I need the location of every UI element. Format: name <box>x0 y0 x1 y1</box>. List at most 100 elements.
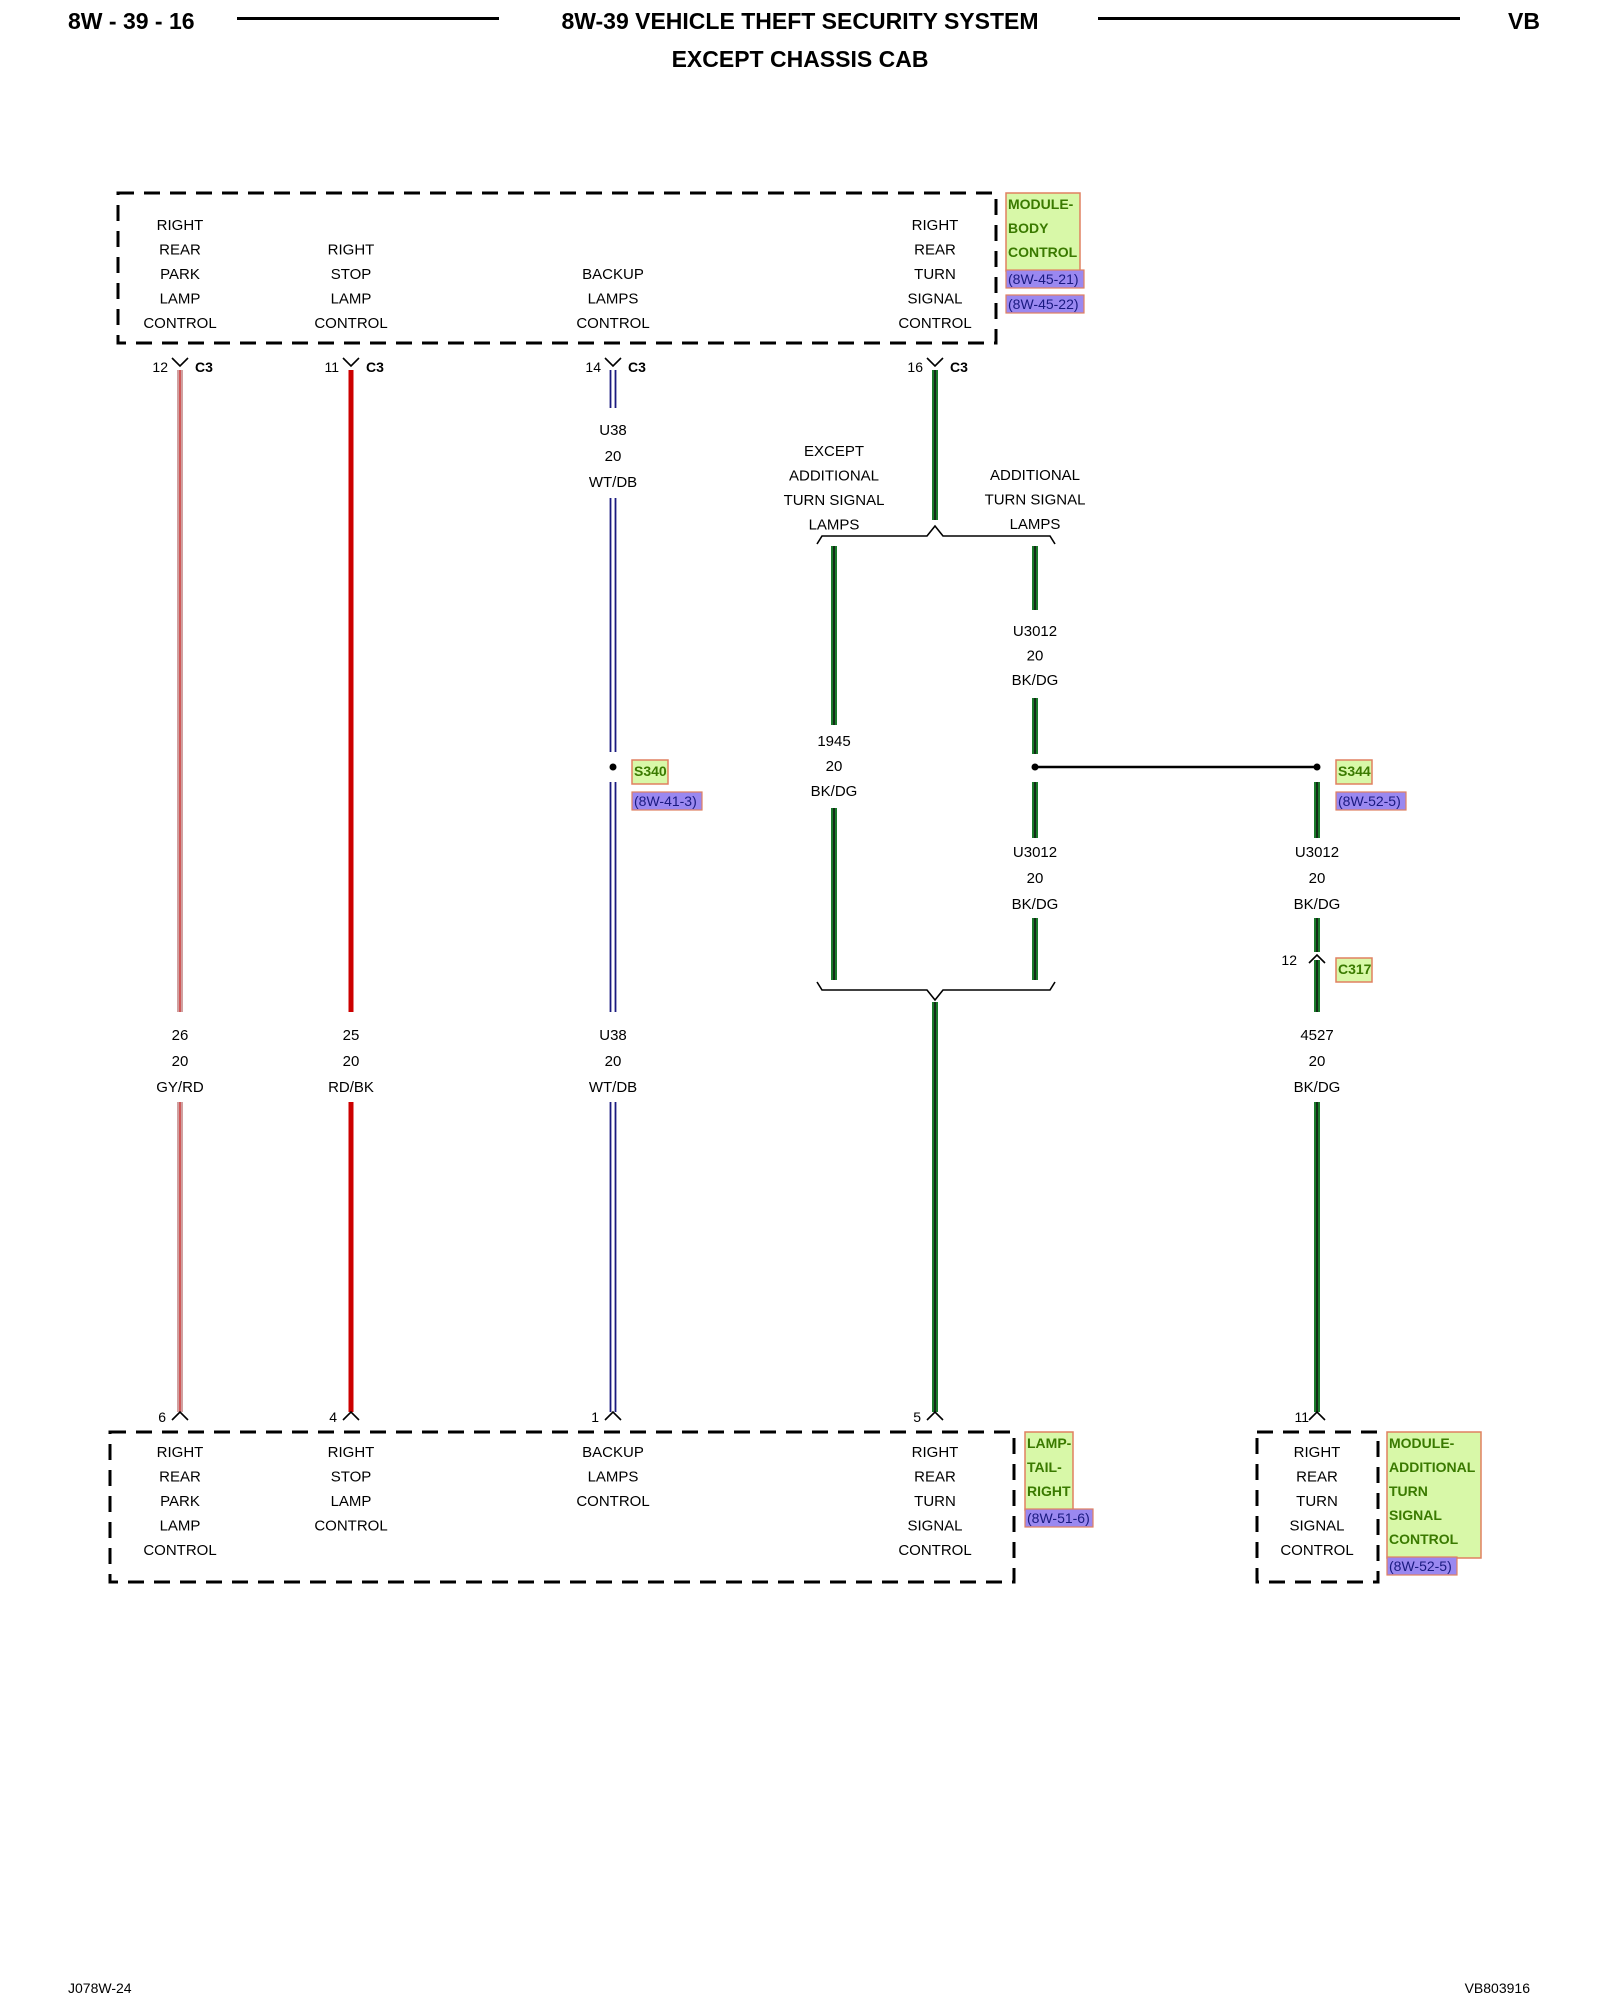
lamp-tail-name-tag: LAMP- <box>1027 1435 1072 1451</box>
connector-c317-tag-bg <box>1335 957 1373 983</box>
branch-label-additional: TURN SIGNAL <box>985 492 1086 509</box>
body-control-ref-2: (8W-45-22) <box>1008 296 1079 312</box>
turn-module-pin-label: SIGNAL <box>1289 1518 1344 1535</box>
wire-25-label: RD/BK <box>328 1079 374 1096</box>
body-control-pin-14 <box>604 357 622 368</box>
lamp-tail-name-tag: RIGHT <box>1027 1483 1071 1499</box>
lamp-tail-pin-label: CONTROL <box>143 1542 216 1559</box>
splice-s340-ref: (8W-41-3) <box>634 793 697 809</box>
page-number: 8W - 39 - 16 <box>68 8 195 34</box>
body-control-pin-label: SIGNAL <box>907 291 962 308</box>
turn-module-ref: (8W-52-5) <box>1389 1558 1452 1574</box>
branch-label-except: ADDITIONAL <box>789 468 879 485</box>
connector-c317-tag: C317 <box>1338 961 1372 977</box>
header-rule-right <box>1098 17 1460 20</box>
turn-module-name-tag-bg <box>1386 1431 1482 1559</box>
body-control-connector-c3: C3 <box>366 359 384 375</box>
wire-1945-label: 20 <box>826 758 843 775</box>
header-rule-left <box>237 17 499 20</box>
wire-u3012-s344-label: BK/DG <box>1294 896 1341 913</box>
body-control-pin-label: CONTROL <box>576 315 649 332</box>
lamp-tail-pin-4 <box>342 1410 360 1421</box>
lamp-tail-pin-label: PARK <box>160 1493 200 1510</box>
turn-module-pin-11 <box>1308 1410 1326 1421</box>
lamp-tail-module-box <box>108 1430 1016 1584</box>
wire-u3012-label-upper: U3012 <box>1013 623 1057 640</box>
body-control-connector-c3: C3 <box>950 359 968 375</box>
wire-u38-label-upper: U38 <box>599 422 627 439</box>
body-control-pin-number: 16 <box>907 359 923 375</box>
body-control-pin-label: CONTROL <box>143 315 216 332</box>
body-control-pin-label: RIGHT <box>157 217 204 234</box>
wire-25-label: 25 <box>343 1027 360 1044</box>
lamp-tail-pin-label: REAR <box>914 1469 956 1486</box>
body-control-name-tag: BODY <box>1008 220 1049 236</box>
wire-4527-label: 4527 <box>1300 1027 1333 1044</box>
body-control-pin-number: 14 <box>585 359 601 375</box>
body-control-pin-12 <box>171 357 189 368</box>
lamp-tail-pin-number: 5 <box>913 1409 921 1425</box>
lamp-tail-pin-1 <box>604 1410 622 1421</box>
body-control-pin-label: REAR <box>914 242 956 259</box>
splice-s344-tag-bg <box>1335 759 1373 785</box>
body-control-pin-label: LAMP <box>160 291 201 308</box>
lamp-tail-pin-label: RIGHT <box>328 1444 375 1461</box>
wire-4527-label: 20 <box>1309 1053 1326 1070</box>
splice-s344-ref: (8W-52-5) <box>1338 793 1401 809</box>
splice-s340-tag-bg <box>631 759 669 785</box>
turn-module-pin-number: 11 <box>1294 1409 1309 1425</box>
splice-s340-ref-bg <box>631 791 703 811</box>
turn-module-box <box>1255 1430 1380 1584</box>
wire-u3012-label-upper: 20 <box>1027 648 1044 665</box>
lamp-tail-ref-bg <box>1024 1508 1094 1528</box>
splice-s340-tag: S340 <box>634 763 667 779</box>
turn-module-ref-bg <box>1386 1556 1458 1576</box>
splice-s344-ref-bg <box>1335 791 1407 811</box>
lamp-tail-pin-label: LAMP <box>331 1493 372 1510</box>
turn-module-name-tag: MODULE- <box>1389 1435 1455 1451</box>
wire-4527-label: BK/DG <box>1294 1079 1341 1096</box>
wire-u3012-label-lower: BK/DG <box>1012 896 1059 913</box>
body-control-module-box <box>116 191 998 345</box>
branch-label-except: TURN SIGNAL <box>784 492 885 509</box>
turn-module-name-tag: ADDITIONAL <box>1389 1459 1476 1475</box>
body-control-name-tag: CONTROL <box>1008 244 1078 260</box>
body-control-pin-label: REAR <box>159 242 201 259</box>
wire-u38-label-upper: WT/DB <box>589 474 637 491</box>
turn-module-pin-label: RIGHT <box>1294 1444 1341 1461</box>
lamp-tail-pin-label: RIGHT <box>912 1444 959 1461</box>
wire-u3012-label-lower: 20 <box>1027 870 1044 887</box>
body-control-connector-c3: C3 <box>195 359 213 375</box>
lamp-tail-name-tag: TAIL- <box>1027 1459 1062 1475</box>
body-control-pin-label: CONTROL <box>898 315 971 332</box>
body-control-name-tag: MODULE- <box>1008 196 1074 212</box>
turn-module-pin-label: TURN <box>1296 1493 1338 1510</box>
body-control-pin-label: LAMPS <box>588 291 639 308</box>
turn-module-pin-label: REAR <box>1296 1469 1338 1486</box>
lamp-tail-pin-number: 6 <box>158 1409 166 1425</box>
wire-u3012-label-upper: BK/DG <box>1012 672 1059 689</box>
lamp-tail-pin-6 <box>171 1410 189 1421</box>
body-control-ref-2-bg <box>1005 294 1085 314</box>
lamp-tail-pin-label: LAMP <box>160 1518 201 1535</box>
wire-u38-label-lower: WT/DB <box>589 1079 637 1096</box>
model-code: VB <box>1508 8 1540 34</box>
lamp-tail-pin-label: CONTROL <box>314 1518 387 1535</box>
turn-module-name-tag: SIGNAL <box>1389 1507 1442 1523</box>
lamp-tail-pin-number: 4 <box>329 1409 337 1425</box>
branch-label-except: EXCEPT <box>804 443 864 460</box>
body-control-pin-label: BACKUP <box>582 266 644 283</box>
wire-26-label: 20 <box>172 1053 189 1070</box>
body-control-pin-label: TURN <box>914 266 956 283</box>
branch-label-except: LAMPS <box>809 517 860 534</box>
lamp-tail-pin-label: CONTROL <box>576 1493 649 1510</box>
branch-label-additional: LAMPS <box>1010 516 1061 533</box>
body-control-pin-label: PARK <box>160 266 200 283</box>
connector-c317-pin-number: 12 <box>1281 952 1297 968</box>
body-control-pin-label: RIGHT <box>912 217 959 234</box>
body-control-pin-label: STOP <box>331 266 372 283</box>
lamp-tail-ref: (8W-51-6) <box>1027 1510 1090 1526</box>
splice-s340-dot <box>609 763 617 771</box>
footer-left-code: J078W-24 <box>68 1980 132 1996</box>
